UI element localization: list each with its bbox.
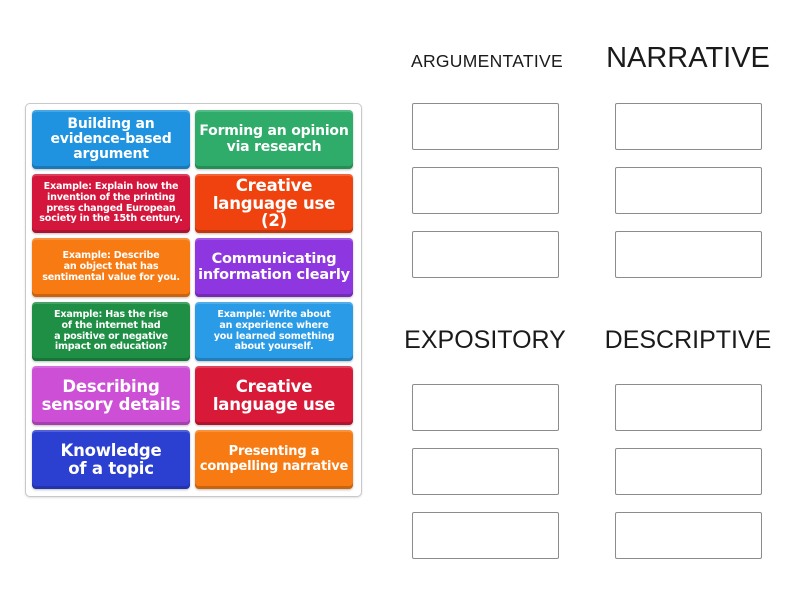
drop-slot-descriptive-3[interactable] [615,512,762,559]
card-tray: Building an evidence-based argument Form… [25,103,362,497]
drop-slot-expository-3[interactable] [412,512,559,559]
card-building-evidence-based-argument[interactable]: Building an evidence-based argument [32,110,190,169]
drop-slot-narrative-3[interactable] [615,231,762,278]
drop-slot-narrative-1[interactable] [615,103,762,150]
card-creative-language-use[interactable]: Creative language use [195,366,353,425]
card-knowledge-of-a-topic[interactable]: Knowledge of a topic [32,430,190,489]
drop-slot-narrative-2[interactable] [615,167,762,214]
card-example-printing-press[interactable]: Example: Explain how the invention of th… [32,174,190,233]
drop-slot-expository-2[interactable] [412,448,559,495]
group-title-narrative: NARRATIVE [606,42,770,74]
card-communicating-information-clearly[interactable]: Communicating information clearly [195,238,353,297]
group-title-expository: EXPOSITORY [404,326,566,354]
drop-slot-argumentative-2[interactable] [412,167,559,214]
group-title-argumentative: ARGUMENTATIVE [410,51,563,71]
card-creative-language-use-2[interactable]: Creative language use (2) [195,174,353,233]
drop-slot-expository-1[interactable] [412,384,559,431]
drop-slot-descriptive-1[interactable] [615,384,762,431]
card-describing-sensory-details[interactable]: Describing sensory details [32,366,190,425]
drop-slot-argumentative-1[interactable] [412,103,559,150]
card-example-write-about-experience[interactable]: Example: Write about an experience where… [195,302,353,361]
drop-slot-descriptive-2[interactable] [615,448,762,495]
group-title-descriptive: DESCRIPTIVE [604,326,772,354]
card-forming-opinion-via-research[interactable]: Forming an opinion via research [195,110,353,169]
card-example-internet-education[interactable]: Example: Has the rise of the internet ha… [32,302,190,361]
card-example-describe-object[interactable]: Example: Describe an object that has sen… [32,238,190,297]
drop-slot-argumentative-3[interactable] [412,231,559,278]
card-presenting-compelling-narrative[interactable]: Presenting a compelling narrative [195,430,353,489]
